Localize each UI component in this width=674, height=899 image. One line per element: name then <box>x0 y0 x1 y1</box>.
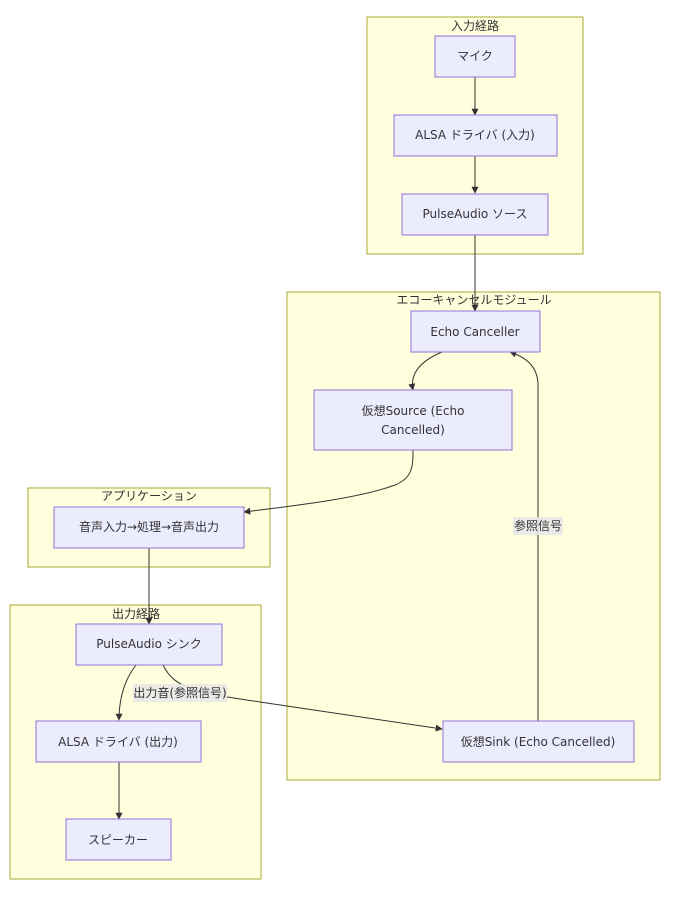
node-alsa-in-label: ALSA ドライバ (入力) <box>415 128 535 142</box>
node-mic-label: マイク <box>457 49 493 63</box>
cluster-output-path-label: 出力経路 <box>112 606 160 621</box>
node-virtual-source-label-line2: Cancelled) <box>381 423 445 437</box>
edge-label-output-reference: 出力音(参照信号) <box>133 684 227 702</box>
edge-label-output-reference-bg <box>133 684 227 702</box>
cluster-echo-module-label: エコーキャンセルモジュール <box>396 293 551 307</box>
node-alsa-out: ALSA ドライバ (出力) <box>35 720 202 763</box>
edge-pa-sink-to-alsa-out <box>115 664 137 721</box>
node-mic: マイク <box>434 35 516 78</box>
node-pa-source: PulseAudio ソース <box>401 193 549 236</box>
edge-virtual-sink-to-echo-canceller <box>509 350 539 721</box>
node-virtual-source-box <box>313 389 513 451</box>
node-echo-canceller-label: Echo Canceller <box>430 325 519 339</box>
cluster-application-label: アプリケーション <box>101 489 197 503</box>
edge-echo-canceller-to-virtual-source <box>408 351 443 391</box>
node-mic-box <box>434 35 516 78</box>
edge-virtual-source-to-app <box>243 449 414 515</box>
node-alsa-out-label: ALSA ドライバ (出力) <box>58 735 178 749</box>
node-virtual-sink-label: 仮想Sink (Echo Cancelled) <box>461 734 616 749</box>
node-alsa-in: ALSA ドライバ (入力) <box>393 114 558 157</box>
edge-label-reference-signal-text: 参照信号 <box>514 518 562 533</box>
cluster-input-path-label: 入力経路 <box>451 18 499 33</box>
node-echo-canceller-box <box>410 310 541 353</box>
node-app-process-label: 音声入力→処理→音声出力 <box>79 519 219 534</box>
node-virtual-source: 仮想Source (Echo Cancelled) <box>313 389 513 451</box>
node-virtual-source-label-line1: 仮想Source (Echo <box>362 403 465 418</box>
cluster-echo-module-box <box>286 291 661 781</box>
node-pa-source-label: PulseAudio ソース <box>423 207 528 221</box>
node-pa-sink-label: PulseAudio シンク <box>96 637 202 651</box>
node-speaker-label: スピーカー <box>88 833 148 847</box>
node-virtual-sink: 仮想Sink (Echo Cancelled) <box>442 720 635 763</box>
node-app-process-box <box>53 506 245 549</box>
edge-label-reference-signal: 参照信号 <box>513 517 563 535</box>
cluster-echo-module: エコーキャンセルモジュール <box>286 291 661 781</box>
node-speaker: スピーカー <box>65 818 172 861</box>
edge-label-output-reference-text: 出力音(参照信号) <box>133 685 226 700</box>
node-pa-sink: PulseAudio シンク <box>75 623 223 666</box>
node-speaker-box <box>65 818 172 861</box>
node-echo-canceller: Echo Canceller <box>410 310 541 353</box>
edge-label-reference-signal-bg <box>513 517 563 535</box>
node-app-process: 音声入力→処理→音声出力 <box>53 506 245 549</box>
node-alsa-in-box <box>393 114 558 157</box>
node-pa-sink-box <box>75 623 223 666</box>
node-alsa-out-box <box>35 720 202 763</box>
node-pa-source-box <box>401 193 549 236</box>
node-virtual-sink-box <box>442 720 635 763</box>
